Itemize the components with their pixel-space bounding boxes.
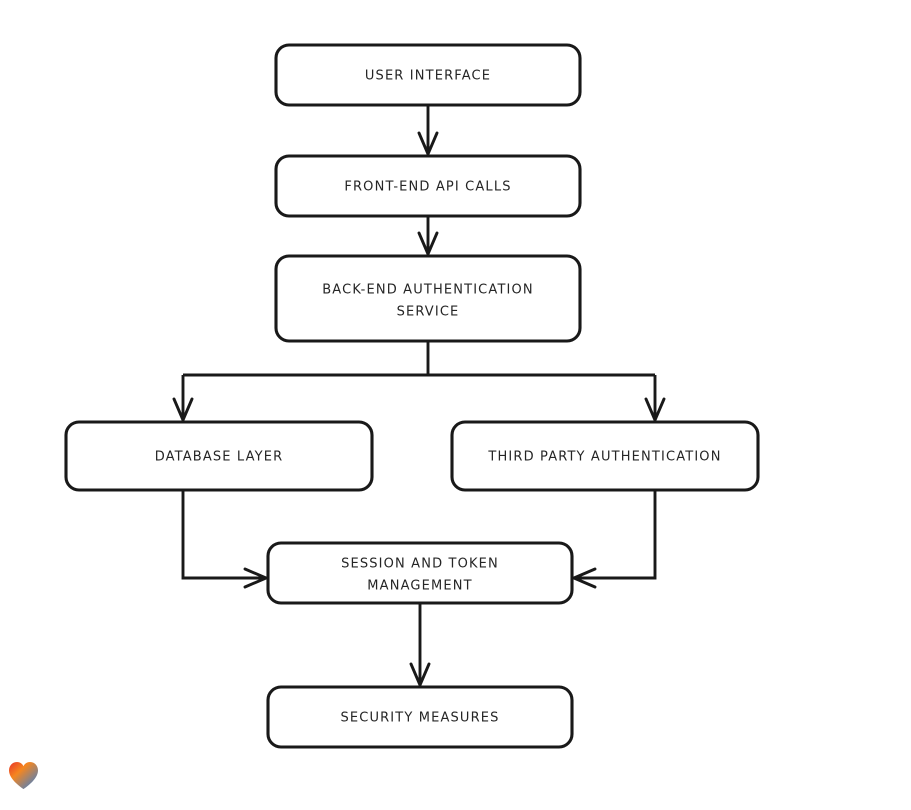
edge-session-to-security (409, 603, 431, 687)
edge-backend-to-db (172, 375, 194, 422)
node-layer: USER INTERFACE FRONT-END API CALLS BACK-… (64, 43, 760, 749)
node-box-third-party-auth[interactable] (450, 420, 760, 492)
edge-third-to-session (572, 490, 657, 589)
edge-db-to-session (181, 490, 268, 589)
node-security-measures[interactable]: SECURITY MEASURES (266, 685, 574, 749)
node-label-third-party-auth: THIRD PARTY AUTHENTICATION (487, 450, 721, 465)
node-box-back-end-auth-service[interactable] (274, 254, 582, 343)
node-label-session-token-mgmt-line2: MANAGEMENT (367, 579, 472, 594)
node-label-database-layer: DATABASE LAYER (155, 450, 284, 465)
node-label-session-token-mgmt-line1: SESSION AND TOKEN (341, 557, 499, 572)
node-back-end-auth-service[interactable]: BACK-END AUTHENTICATION SERVICE (274, 254, 582, 343)
arrow-head-down (417, 131, 439, 156)
node-box-user-interface[interactable] (274, 43, 582, 107)
arrow-head-down (172, 397, 194, 422)
node-front-end-api-calls[interactable]: FRONT-END API CALLS (274, 154, 582, 218)
edge-backend-split-trunk (183, 341, 655, 377)
node-session-token-mgmt[interactable]: SESSION AND TOKEN MANAGEMENT (266, 541, 574, 605)
node-label-back-end-auth-service-line2: SERVICE (397, 305, 460, 320)
edge-api-to-backend (417, 216, 439, 256)
heart-icon (9, 761, 38, 790)
connector-layer (172, 105, 666, 687)
arrow-head-right (243, 567, 268, 589)
node-user-interface[interactable]: USER INTERFACE (274, 43, 582, 107)
node-box-front-end-api-calls[interactable] (274, 154, 582, 218)
edge-ui-to-api (417, 105, 439, 156)
edge-backend-to-third (644, 375, 666, 422)
node-third-party-auth[interactable]: THIRD PARTY AUTHENTICATION (450, 420, 760, 492)
node-box-session-token-mgmt[interactable] (266, 541, 574, 605)
node-label-security-measures: SECURITY MEASURES (340, 711, 499, 726)
arrow-head-down (409, 662, 431, 687)
node-label-user-interface: USER INTERFACE (365, 69, 491, 84)
arrow-head-down (644, 397, 666, 422)
node-box-security-measures[interactable] (266, 685, 574, 749)
arrow-head-down (417, 231, 439, 256)
arrow-head-left (572, 567, 597, 589)
node-label-back-end-auth-service-line1: BACK-END AUTHENTICATION (322, 283, 534, 298)
node-box-database-layer[interactable] (64, 420, 374, 492)
node-database-layer[interactable]: DATABASE LAYER (64, 420, 374, 492)
node-label-front-end-api-calls: FRONT-END API CALLS (344, 180, 511, 195)
